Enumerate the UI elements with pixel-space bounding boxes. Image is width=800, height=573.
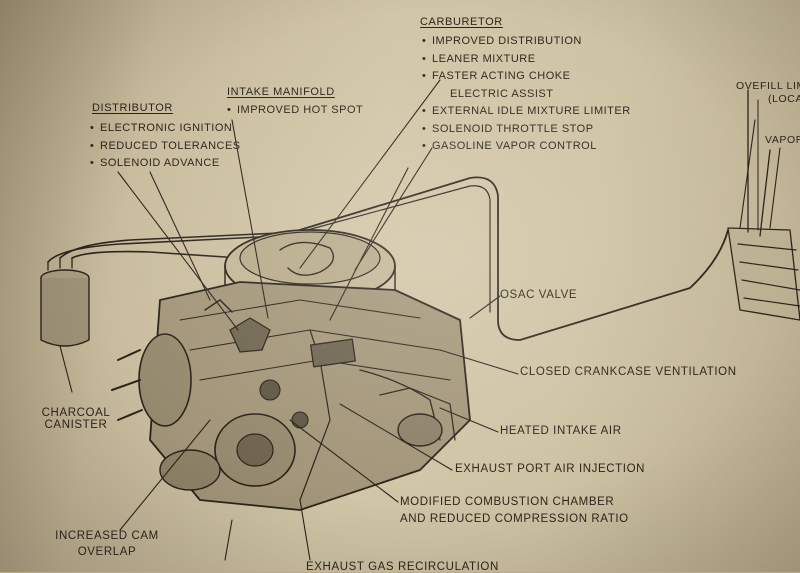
charcoal-canister-label: CHARCOAL CANISTER <box>41 407 111 431</box>
overfill-limiter-label: OVEFILL LIMIT <box>736 80 800 92</box>
intake-manifold-list: •IMPROVED HOT SPOT <box>227 102 363 120</box>
list-item: •FASTER ACTING CHOKE <box>422 70 571 82</box>
list-item: •ELECTRONIC IGNITION <box>90 122 233 134</box>
exhaust-port-air-label: EXHAUST PORT AIR INJECTION <box>455 463 646 475</box>
charcoal-canister-drawing <box>40 257 90 347</box>
intake-manifold-heading: INTAKE MANIFOLD <box>227 86 335 98</box>
list-item: •GASOLINE VAPOR CONTROL <box>422 140 597 152</box>
list-item: ELECTRIC ASSIST <box>450 87 554 100</box>
list-item: •EXTERNAL IDLE MIXTURE LIMITER <box>422 105 631 117</box>
exhaust-gas-recirculation-label: EXHAUST GAS RECIRCULATION <box>306 561 499 573</box>
combustion-chamber-label: MODIFIED COMBUSTION CHAMBER AND REDUCED … <box>400 496 629 525</box>
list-item: •REDUCED TOLERANCES <box>90 139 241 152</box>
distributor-list: •ELECTRONIC IGNITION •REDUCED TOLERANCES… <box>90 120 241 173</box>
vapor-label: VAPOR <box>765 134 800 146</box>
increased-cam-label: INCREASED CAM OVERLAP <box>55 530 159 558</box>
heated-intake-air-label: HEATED INTAKE AIR <box>500 425 622 437</box>
osac-valve-label: OSAC VALVE <box>500 289 578 301</box>
list-item: •SOLENOID THROTTLE STOP <box>422 122 594 135</box>
list-item: •IMPROVED DISTRIBUTION <box>422 35 582 47</box>
list-item: •LEANER MIXTURE <box>422 52 536 65</box>
engine-block-drawing <box>111 281 471 511</box>
list-item: •SOLENOID ADVANCE <box>90 157 220 169</box>
list-item: •IMPROVED HOT SPOT <box>227 104 364 116</box>
distributor-heading: DISTRIBUTOR <box>92 102 173 114</box>
closed-crankcase-label: CLOSED CRANKCASE VENTILATION <box>520 366 737 378</box>
carburetor-heading: CARBURETOR <box>420 16 503 28</box>
carburetor-list: •IMPROVED DISTRIBUTION •LEANER MIXTURE •… <box>422 33 631 156</box>
vapor-separator-drawing <box>727 89 800 321</box>
overfill-limiter-sub-label: (LOCA <box>768 93 800 105</box>
